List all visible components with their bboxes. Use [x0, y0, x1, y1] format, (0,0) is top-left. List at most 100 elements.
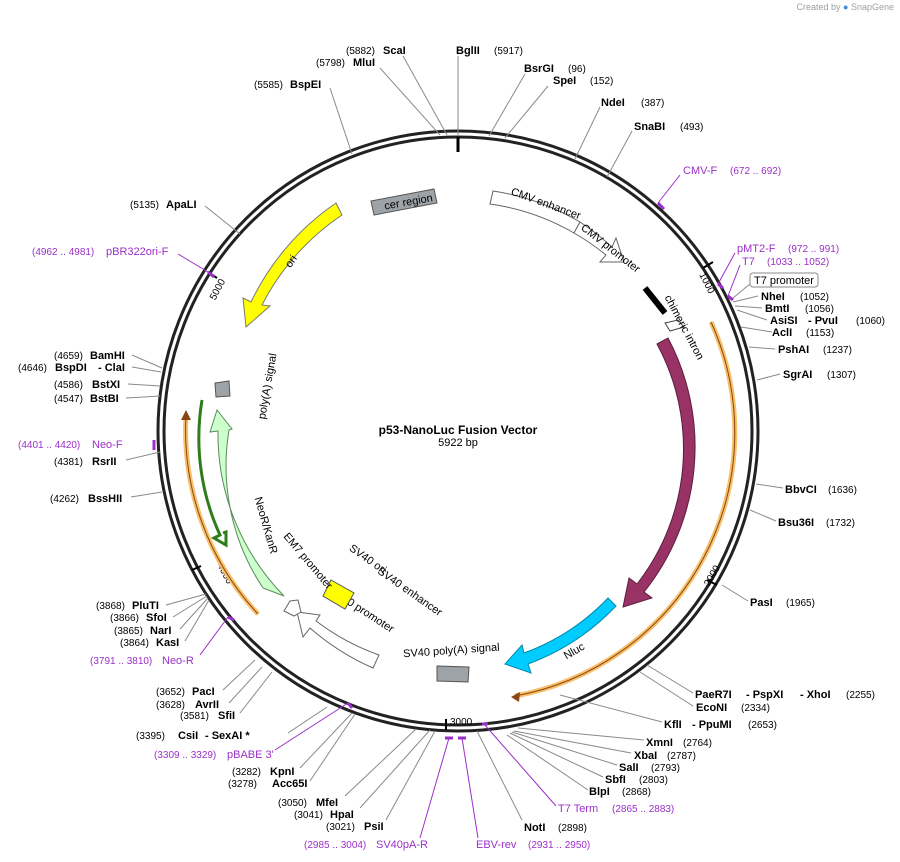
enzyme-name[interactable]: BbvCI — [785, 484, 817, 496]
enzyme-name[interactable]: BlpI — [589, 786, 610, 798]
nluc-feature[interactable] — [504, 597, 617, 674]
primer-leader — [177, 253, 209, 273]
enzyme-name[interactable]: NotI — [524, 822, 545, 834]
primer-name[interactable]: Neo-R — [162, 655, 194, 667]
orf-arrow-left — [181, 410, 191, 420]
enzyme-name[interactable]: - PspXI — [746, 689, 783, 701]
enzyme-name[interactable]: - SexAI * — [205, 730, 250, 742]
primer-name[interactable]: pMT2-F — [737, 243, 776, 255]
enzyme-name[interactable]: SpeI — [553, 75, 576, 87]
enzyme-name[interactable]: MluI — [353, 57, 375, 69]
enzyme-name[interactable]: SfiI — [218, 710, 235, 722]
plasmid-name: p53-NanoLuc Fusion Vector — [379, 423, 538, 437]
primer-name[interactable]: CMV-F — [683, 165, 718, 177]
em7-promoter-feature[interactable] — [283, 599, 302, 617]
leader-line — [125, 395, 161, 399]
enzyme-name[interactable]: AclI — [772, 327, 792, 339]
enzyme-name[interactable]: ApaLI — [166, 199, 197, 211]
enzyme-position: (2868) — [622, 787, 651, 798]
t7-promoter-box[interactable] — [749, 272, 819, 288]
orf-arrow-right — [511, 692, 520, 702]
leader-line — [131, 366, 162, 373]
enzyme-name[interactable]: HpaI — [330, 809, 354, 821]
primer-name[interactable]: T7 — [742, 256, 755, 268]
sv40-ori-feature[interactable] — [322, 579, 355, 610]
enzyme-position: (2653) — [748, 720, 777, 731]
enzyme-name[interactable]: BglII — [456, 45, 480, 57]
features: cer region ori CMV enhancer CMV promoter… — [181, 186, 819, 702]
enzyme-name[interactable]: ScaI — [383, 45, 406, 57]
enzyme-name[interactable]: Bsu36I — [778, 517, 814, 529]
enzyme-position: (4659) — [54, 351, 83, 362]
enzyme-name[interactable]: SgrAI — [783, 369, 812, 381]
enzyme-name[interactable]: PluTI — [132, 600, 159, 612]
enzyme-name[interactable]: BmtI — [765, 303, 789, 315]
enzyme-name[interactable]: BstXI — [92, 379, 120, 391]
enzyme-name[interactable]: Acc65I — [272, 778, 307, 790]
enzyme-name[interactable]: BspEI — [290, 79, 321, 91]
enzyme-name[interactable]: - ClaI — [98, 362, 125, 374]
neor-kanr-feature[interactable] — [209, 408, 285, 597]
enzyme-name[interactable]: MfeI — [316, 797, 338, 809]
enzyme-name[interactable]: PacI — [192, 686, 215, 698]
enzyme-name[interactable]: NheI — [761, 291, 785, 303]
primer-range: (972 .. 991) — [788, 244, 839, 255]
enzyme-name[interactable]: RsrII — [92, 456, 116, 468]
enzyme-name[interactable]: BspDI — [55, 362, 87, 374]
leader-line — [179, 597, 209, 630]
primer-name[interactable]: EBV-rev — [476, 839, 517, 851]
primer-name[interactable]: Neo-F — [92, 439, 123, 451]
snapgene-credit: Created by ● SnapGene — [796, 2, 894, 12]
enzyme-name[interactable]: SbfI — [605, 774, 626, 786]
enzyme-name[interactable]: AsiSI — [770, 315, 798, 327]
enzyme-name[interactable]: NdeI — [601, 97, 625, 109]
chimeric-intron-start-marker — [664, 319, 685, 332]
polya-signal-feature[interactable] — [214, 380, 231, 398]
snapgene-logo-icon: ● — [843, 2, 849, 12]
leader-line — [172, 595, 208, 618]
p53-feature[interactable] — [622, 337, 696, 608]
sv40-promoter-feature[interactable] — [296, 611, 380, 669]
enzyme-name[interactable]: KflI — [664, 719, 682, 731]
sv40-polya-feature[interactable] — [436, 665, 470, 683]
primer-name[interactable]: T7 Term — [558, 803, 598, 815]
enzyme-name[interactable]: KasI — [156, 637, 179, 649]
primer-name[interactable]: pBABE 3' — [227, 749, 274, 761]
enzyme-name[interactable]: - XhoI — [800, 689, 831, 701]
enzyme-name[interactable]: NarI — [150, 625, 171, 637]
enzyme-name[interactable]: SalI — [619, 762, 639, 774]
cmv-promoter-feature[interactable] — [573, 221, 625, 263]
enzyme-name[interactable]: BamHI — [90, 350, 125, 362]
enzyme-name[interactable]: XmnI — [646, 737, 673, 749]
ori-feature[interactable] — [242, 202, 343, 329]
enzyme-name[interactable]: PsiI — [364, 821, 384, 833]
enzyme-name[interactable]: EcoNI — [696, 702, 727, 714]
cer-region-feature[interactable] — [370, 188, 438, 216]
enzyme-position: (2764) — [683, 738, 712, 749]
enzyme-name[interactable]: PshAI — [778, 344, 809, 356]
leader-line — [130, 491, 163, 498]
enzyme-name[interactable]: CsiI — [178, 730, 198, 742]
primer-leader — [717, 252, 736, 285]
chimeric-intron-feature[interactable] — [642, 286, 668, 315]
p53-label: p53 — [696, 461, 710, 481]
t7-promoter-label: T7 promoter — [754, 275, 814, 287]
primer-name[interactable]: pBR322ori-F — [106, 246, 169, 258]
enzyme-name[interactable]: - PvuI — [808, 315, 838, 327]
enzyme-name[interactable]: AvrII — [195, 699, 219, 711]
leader-line — [344, 728, 417, 797]
leader-line — [402, 55, 448, 136]
enzyme-name[interactable]: XbaI — [634, 750, 657, 762]
enzyme-name[interactable]: SfoI — [146, 612, 167, 624]
enzyme-name[interactable]: PasI — [750, 597, 773, 609]
enzyme-name[interactable]: PaeR7I — [695, 689, 732, 701]
primer-name[interactable]: SV40pA-R — [376, 839, 428, 851]
enzyme-name[interactable]: BsrGI — [524, 63, 554, 75]
enzyme-position: (3581) — [180, 711, 209, 722]
enzyme-name[interactable]: BssHII — [88, 493, 122, 505]
enzyme-name[interactable]: - PpuMI — [692, 719, 732, 731]
enzyme-name[interactable]: KpnI — [270, 766, 294, 778]
tick-mark — [702, 261, 714, 269]
enzyme-name[interactable]: BstBI — [90, 393, 119, 405]
enzyme-name[interactable]: SnaBI — [634, 121, 665, 133]
